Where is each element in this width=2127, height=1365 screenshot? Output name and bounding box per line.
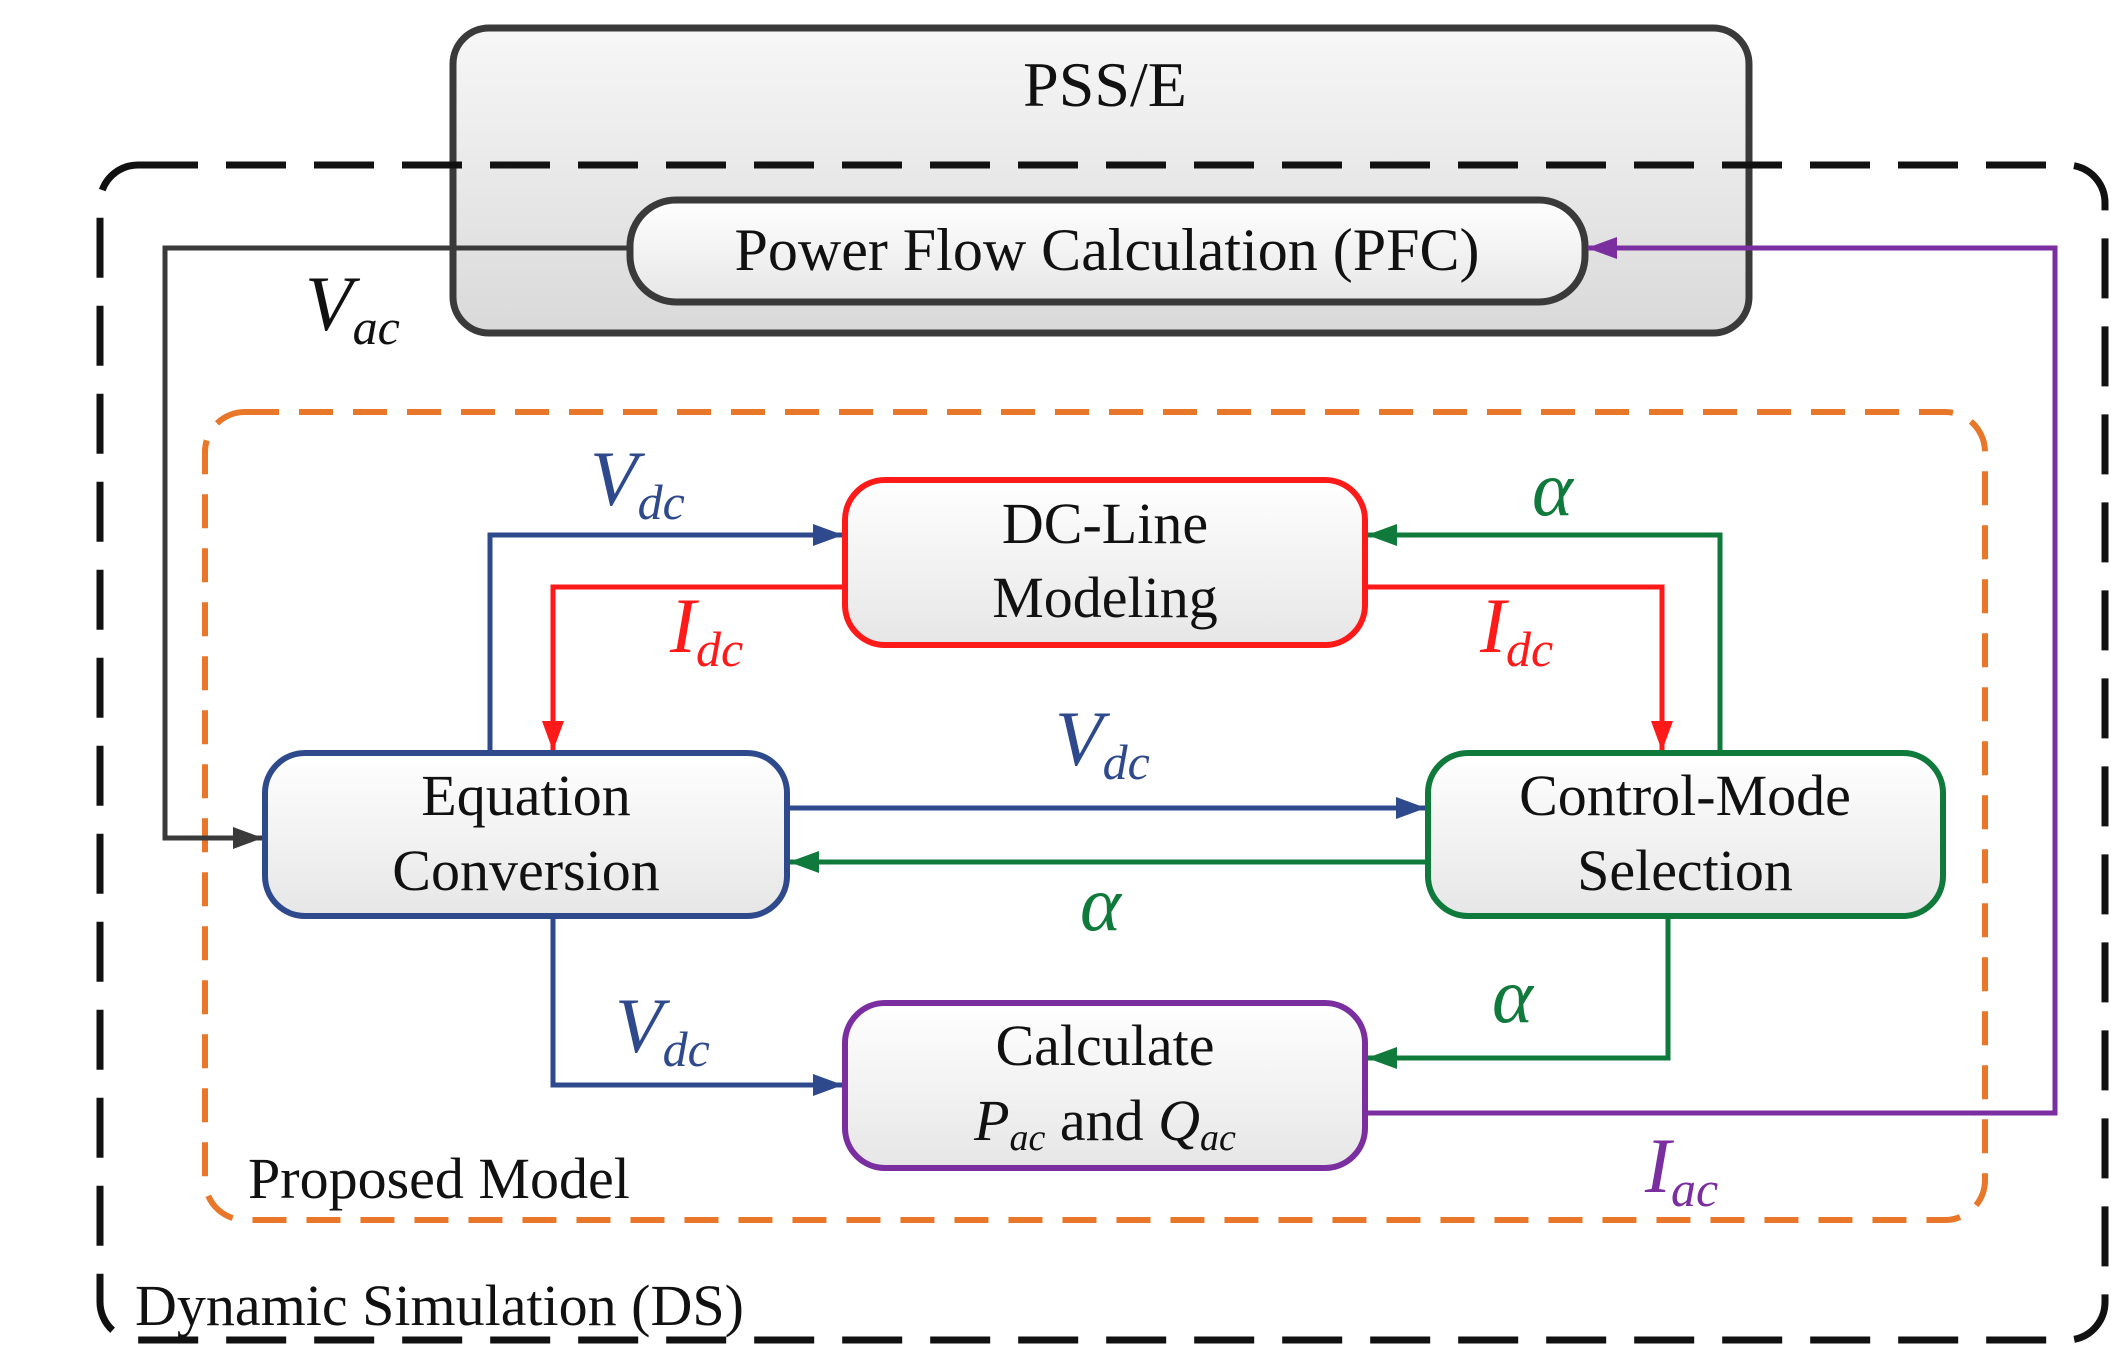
- equation-label-2: Conversion: [392, 838, 659, 903]
- idc-label-left: Idc: [669, 582, 743, 677]
- vac-label: Vac: [305, 260, 400, 355]
- alpha-label-bottom: α: [1492, 952, 1535, 1039]
- alpha-label-top: α: [1532, 445, 1575, 532]
- dynamic-simulation-container: Dynamic Simulation (DS): [96, 161, 2109, 1344]
- calculate-label-1: Calculate: [995, 1013, 1214, 1078]
- vdc-label-top: Vdc: [590, 435, 685, 530]
- alpha-to-dcline-connection: α: [1367, 445, 1723, 753]
- dc-line-label-2: Modeling: [992, 565, 1218, 630]
- vdc-label-bottom: Vdc: [615, 982, 710, 1077]
- pfc-block: Power Flow Calculation (PFC): [626, 196, 1589, 306]
- pfc-label: Power Flow Calculation (PFC): [735, 217, 1480, 283]
- alpha-to-equation-connection: α: [789, 851, 1428, 947]
- calculate-label-2: Pac and Qac: [973, 1088, 1236, 1159]
- vac-connection: Vac: [162, 245, 630, 849]
- vdc-to-dcline-connection: Vdc: [487, 435, 843, 753]
- vdc-to-calculate-connection: Vdc: [550, 916, 843, 1096]
- pss-e-title: PSS/E: [1023, 49, 1187, 120]
- proposed-model-label: Proposed Model: [248, 1146, 630, 1211]
- proposed-model-container: Proposed Model: [202, 409, 1988, 1223]
- alpha-label-middle: α: [1080, 860, 1123, 947]
- vdc-to-control-connection: Vdc: [787, 695, 1426, 819]
- dc-line-label-1: DC-Line: [1002, 491, 1208, 556]
- iac-to-pfc-connection: Iac: [1365, 237, 2058, 1217]
- dc-line-modeling-block: DC-Line Modeling: [842, 477, 1368, 648]
- control-label-1: Control-Mode: [1519, 763, 1851, 828]
- equation-conversion-block: Equation Conversion: [262, 750, 790, 919]
- dynamic-simulation-label: Dynamic Simulation (DS): [135, 1273, 744, 1338]
- calculate-power-block: Calculate Pac and Qac: [842, 1000, 1368, 1171]
- control-label-2: Selection: [1577, 838, 1793, 903]
- idc-label-right: Idc: [1479, 582, 1553, 677]
- iac-label: Iac: [1644, 1122, 1718, 1217]
- equation-label-1: Equation: [421, 763, 630, 828]
- vdc-label-middle: Vdc: [1055, 695, 1150, 790]
- control-mode-selection-block: Control-Mode Selection: [1425, 750, 1946, 919]
- alpha-to-calculate-connection: α: [1367, 916, 1671, 1069]
- idc-to-control-connection: Idc: [1365, 582, 1673, 751]
- idc-to-equation-connection: Idc: [542, 582, 845, 751]
